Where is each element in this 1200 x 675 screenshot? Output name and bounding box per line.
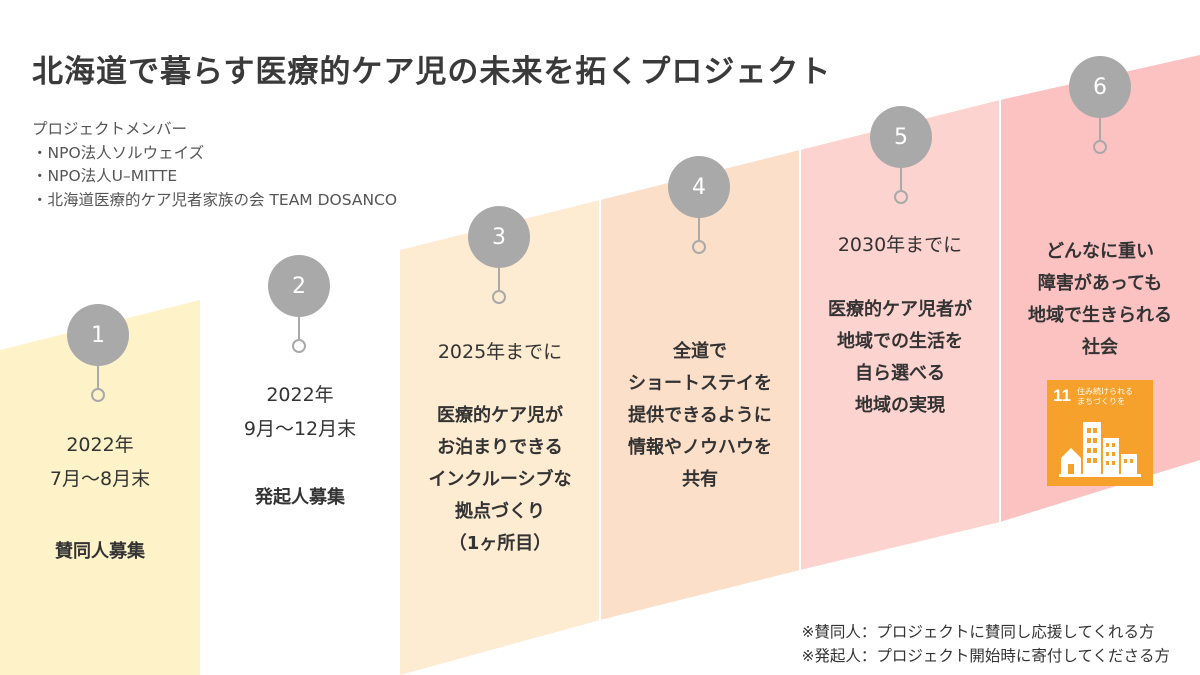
step-goal: 賛同人募集 (55, 541, 145, 562)
step-band-4 (600, 150, 800, 620)
step-dot (1093, 140, 1107, 154)
sdg-number: 11 (1053, 386, 1071, 405)
step-band-1 (0, 300, 200, 675)
step-number-badge: 2 (268, 255, 330, 317)
step-goal: どんなに重い障害があっても地域で生きられる社会 (1028, 241, 1172, 358)
step-dot (894, 190, 908, 204)
step-goal: 発起人募集 (255, 487, 345, 508)
footnote: ※発起人：プロジェクト開始時に寄付してくださる方 (801, 647, 1170, 665)
step-number-badge: 4 (668, 156, 730, 218)
step-period: 2025年までに (437, 341, 563, 363)
city-buildings-icon (1059, 422, 1141, 477)
step-goal: 全道でショートステイを提供できるように情報やノウハウを共有 (628, 341, 772, 490)
step-number-badge: 1 (67, 304, 129, 366)
step-dot (91, 388, 105, 402)
step-dot (292, 339, 306, 353)
step-connector (1099, 118, 1101, 140)
step-number-badge: 6 (1069, 56, 1131, 118)
step-connector (698, 218, 700, 240)
step-connector (498, 268, 500, 290)
step-band-3 (400, 200, 600, 675)
step-connector (298, 317, 300, 339)
step-number-badge: 3 (468, 206, 530, 268)
step-connector (97, 366, 99, 388)
step-goal: 医療的ケア児者が地域での生活を自ら選べる地域の実現 (828, 299, 972, 416)
member-list-heading: プロジェクトメンバー (32, 120, 188, 138)
footnote: ※賛同人：プロジェクトに賛同し応援してくれる方 (801, 623, 1155, 641)
step-dot (692, 240, 706, 254)
step-band-5 (800, 100, 1000, 570)
step-goal: 医療的ケア児がお泊まりできるインクルーシブな拠点づくり（1ヶ所目） (428, 405, 572, 554)
step-dot (492, 290, 506, 304)
member-item: ・北海道医療的ケア児者家族の会 TEAM DOSANCO (32, 190, 398, 209)
step-period: 2030年までに (837, 234, 963, 256)
sdg-label: 住み続けられるまちづくりを (1077, 387, 1133, 406)
step-connector (900, 168, 902, 190)
sdg-11-badge: 11 住み続けられるまちづくりを (1047, 380, 1153, 486)
step-number-badge: 5 (870, 106, 932, 168)
page-title: 北海道で暮らす医療的ケア児の未来を拓くプロジェクト (32, 54, 832, 90)
footnotes: ※賛同人：プロジェクトに賛同し応援してくれる方 ※発起人：プロジェクト開始時に寄… (801, 620, 1170, 668)
member-list: プロジェクトメンバー ・NPO法人ソルウェイズ ・NPO法人U–MITTE ・北… (32, 118, 397, 212)
member-item: ・NPO法人U–MITTE (32, 167, 178, 185)
member-item: ・NPO法人ソルウェイズ (32, 143, 205, 162)
